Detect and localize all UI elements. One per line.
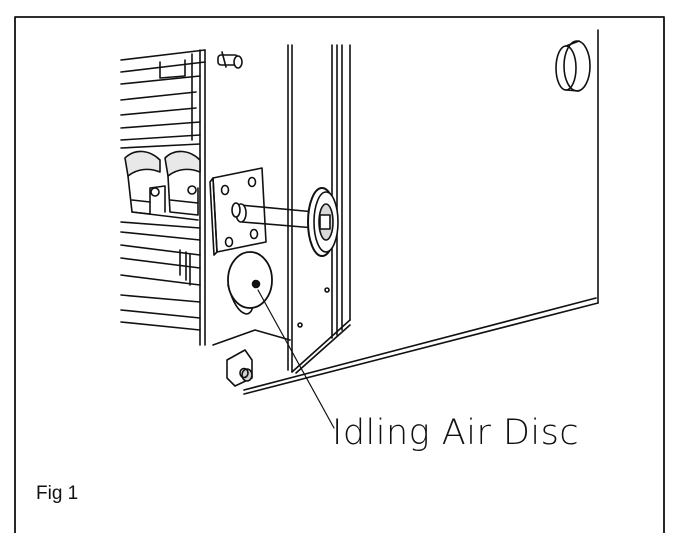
idling-air-disc bbox=[227, 251, 273, 315]
tube-fitting bbox=[555, 40, 591, 92]
burner-assembly bbox=[120, 49, 206, 346]
control-spindle bbox=[231, 187, 339, 257]
top-pin bbox=[217, 51, 243, 69]
side-panel bbox=[212, 29, 599, 395]
callout-leader-line bbox=[257, 289, 335, 429]
callout-label: Idling Air Disc bbox=[332, 413, 580, 453]
figure-frame bbox=[14, 16, 665, 533]
lower-bracket bbox=[226, 349, 253, 387]
figure-caption: Fig 1 bbox=[36, 483, 79, 504]
